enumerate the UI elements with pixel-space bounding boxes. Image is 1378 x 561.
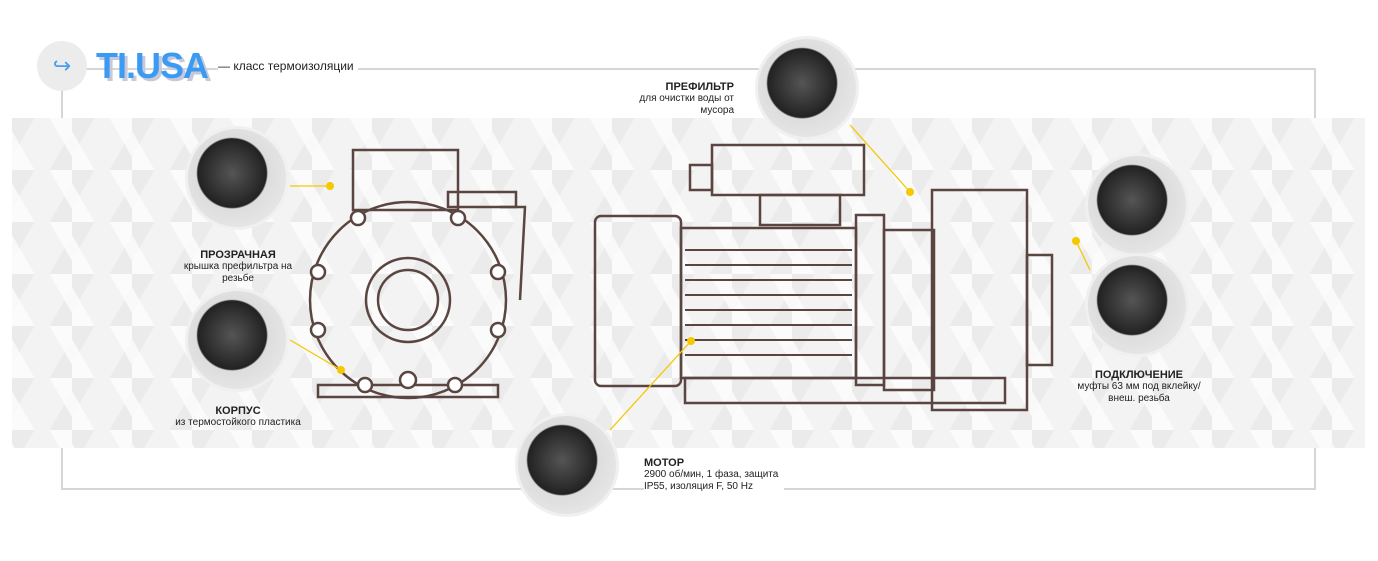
body-photo — [185, 288, 289, 392]
connection-photo-bottom — [1085, 253, 1189, 357]
callout-text: из термостойкого пластика — [175, 417, 301, 428]
callout-title: ПРОЗРАЧНАЯ — [200, 249, 276, 261]
callout-text: для очистки воды от мусора — [639, 93, 734, 116]
callout-text: муфты 63 мм под вклейку/ внеш. резьба — [1077, 381, 1201, 404]
arrow-return-icon[interactable]: ↪ — [37, 41, 87, 91]
marker-dot — [1072, 237, 1080, 245]
callout-text: крышка префильтра на резьбе — [183, 261, 293, 284]
prefilter-housing-front — [351, 148, 460, 212]
callout-title: КОРПУС — [215, 405, 261, 417]
marker-dot — [687, 337, 695, 345]
tagline: — класс термоизоляции — [218, 59, 358, 73]
callout-title: ПОДКЛЮЧЕНИЕ — [1094, 369, 1184, 381]
callout-title: МОТОР — [644, 457, 685, 469]
marker-dot — [326, 182, 334, 190]
callout-title: ПРЕФИЛЬТР — [665, 81, 734, 93]
lid-photo — [185, 126, 289, 230]
prefilter-photo — [755, 36, 859, 140]
motor-photo — [515, 413, 619, 517]
callout-text: 2900 об/мин, 1 фаза, защита IP55, изоляц… — [644, 469, 779, 492]
brand-logo: TI.USA — [96, 45, 209, 86]
marker-dot — [337, 366, 345, 374]
marker-dot — [906, 188, 914, 196]
connection-photo-top — [1085, 153, 1189, 257]
